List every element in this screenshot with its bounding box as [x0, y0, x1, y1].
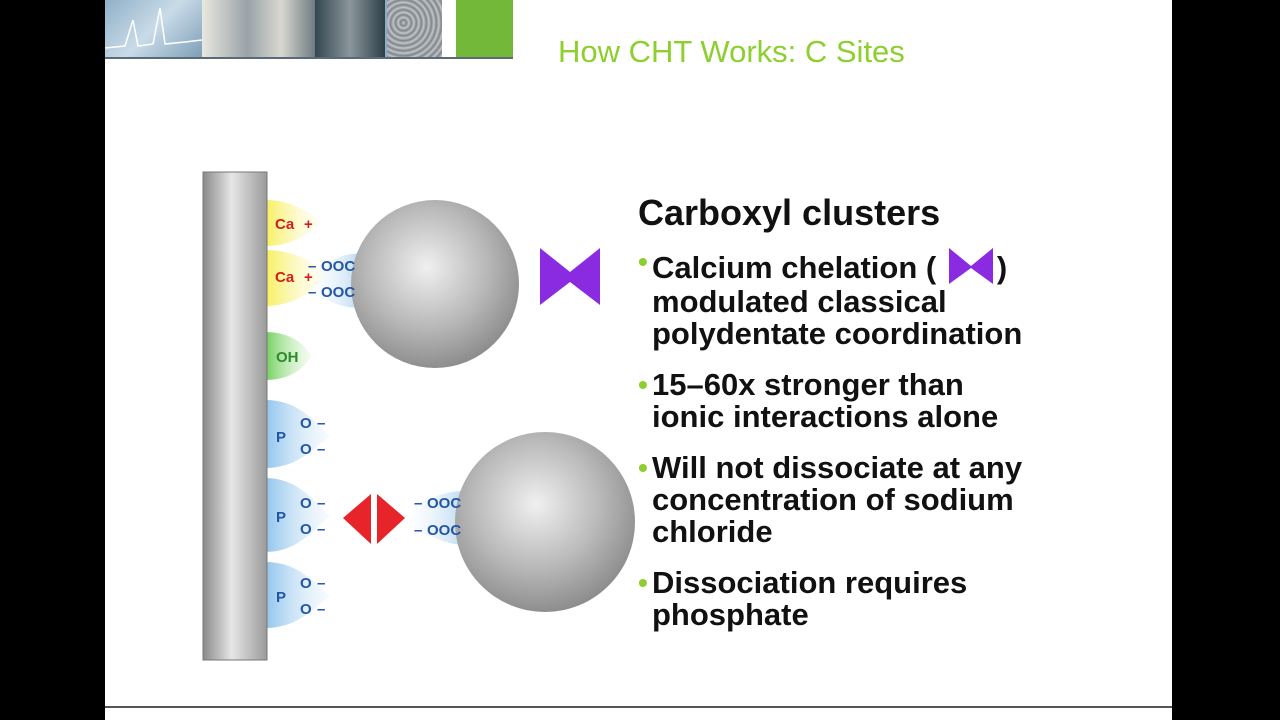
hydroxyapatite-surface — [202, 171, 268, 661]
phosphate-site-2 — [265, 478, 330, 552]
bullet-line: Dissociation requires — [652, 565, 968, 600]
slide: How CHT Works: C Sites — [105, 0, 1172, 720]
text-block: Carboxyl clusters • Calcium chelation ( … — [638, 192, 1138, 650]
phosphate-label: P — [276, 429, 286, 446]
section-heading: Carboxyl clusters — [638, 192, 941, 233]
carboxyl-charge: – — [308, 258, 316, 275]
bullet-item: • 15–60x stronger than ionic interaction… — [638, 369, 1138, 433]
bullet-marker: • — [638, 369, 648, 400]
oxygen-label: O — [300, 441, 312, 458]
chelation-ma-label: MA — [556, 289, 576, 304]
carboxyl-group-top: – OOC – OOC — [308, 258, 355, 301]
phosphate-site-3 — [265, 562, 330, 628]
bullet-text: Calcium chelation ( — [652, 250, 937, 285]
banner-panel-texture — [387, 0, 442, 57]
bullet-line: Will not dissociate at any — [652, 450, 1023, 485]
bullet-item: • Calcium chelation ( MA ) modulated cla… — [638, 246, 1138, 350]
carboxyl-label: OOC — [321, 258, 355, 275]
hydroxyl-site — [265, 332, 311, 380]
oxygen-label: O — [300, 495, 312, 512]
phosphate-group-3: P O – O – — [276, 575, 325, 618]
carboxyl-charge: – — [414, 522, 422, 539]
bullet-line: chloride — [652, 514, 773, 549]
chelation-ma-icon: MA — [540, 248, 600, 305]
oxygen-label: O — [300, 575, 312, 592]
phosphate-label: P — [276, 589, 286, 606]
header-rule — [105, 57, 513, 59]
oxygen-charge: – — [317, 521, 325, 538]
protein-sphere-top — [351, 200, 519, 368]
phosphate-group-1: P O – O – — [276, 415, 325, 458]
protein-sphere-bottom — [455, 432, 635, 612]
bullet-item: • Dissociation requires phosphate — [638, 567, 1138, 631]
oxygen-label: O — [300, 415, 312, 432]
banner-panel-lab — [202, 0, 315, 57]
bullet-line: ionic interactions alone — [652, 399, 999, 434]
repulsion-icon — [343, 494, 405, 544]
calcium-label-bottom: Ca — [275, 269, 295, 286]
carboxyl-label: OOC — [427, 495, 461, 512]
bullet-item: • Will not dissociate at any concentrati… — [638, 452, 1138, 548]
bullet-text: ) — [996, 250, 1008, 285]
chelation-ma-inline-icon: MA — [948, 248, 993, 285]
banner-panel-crystals — [442, 0, 456, 57]
carboxyl-charge: – — [414, 495, 422, 512]
inline-icon-label: MA — [961, 274, 977, 285]
c-site-diagram: Ca + Ca + OH P O – O – P O – O – P O – O… — [202, 171, 635, 661]
oxygen-charge: – — [317, 415, 325, 432]
oxygen-label: O — [300, 521, 312, 538]
header-banner — [105, 0, 513, 57]
bullet-marker: • — [638, 452, 648, 483]
banner-panel-chromatogram — [105, 0, 203, 57]
carboxyl-label: OOC — [427, 522, 461, 539]
hydroxyl-label: OH — [276, 349, 299, 366]
bullet-marker: • — [638, 567, 648, 598]
banner-panel-green — [456, 0, 513, 57]
calcium-charge-top: + — [304, 216, 313, 233]
oxygen-charge: – — [317, 495, 325, 512]
calcium-charge-bottom: + — [304, 269, 313, 286]
carboxyl-group-bottom: – OOC – OOC — [414, 495, 461, 539]
bullet-line: 15–60x stronger than — [652, 367, 964, 402]
carboxyl-label: OOC — [321, 284, 355, 301]
bullet-line: polydentate coordination — [652, 316, 1023, 351]
footer-rule — [105, 706, 1172, 708]
oxygen-charge: – — [317, 601, 325, 618]
bullet-line: concentration of sodium — [652, 482, 1014, 517]
oxygen-charge: – — [317, 441, 325, 458]
bullet-line: modulated classical — [652, 284, 947, 319]
calcium-site-bottom — [265, 250, 327, 306]
phosphate-label: P — [276, 509, 286, 526]
chromatogram-lines-icon — [105, 7, 203, 49]
carboxyl-charge: – — [308, 284, 316, 301]
slide-title: How CHT Works: C Sites — [558, 34, 905, 69]
bullet-line: phosphate — [652, 597, 809, 632]
bullet-marker: • — [638, 246, 648, 277]
banner-panel-columns — [315, 0, 385, 57]
bullet-line: Calcium chelation ( MA ) — [652, 246, 1138, 286]
oxygen-charge: – — [317, 575, 325, 592]
calcium-label-top: Ca — [275, 216, 295, 233]
oxygen-label: O — [300, 601, 312, 618]
phosphate-site-1 — [265, 400, 330, 468]
phosphate-group-2: P O – O – — [276, 495, 325, 538]
calcium-site-top — [265, 200, 323, 246]
